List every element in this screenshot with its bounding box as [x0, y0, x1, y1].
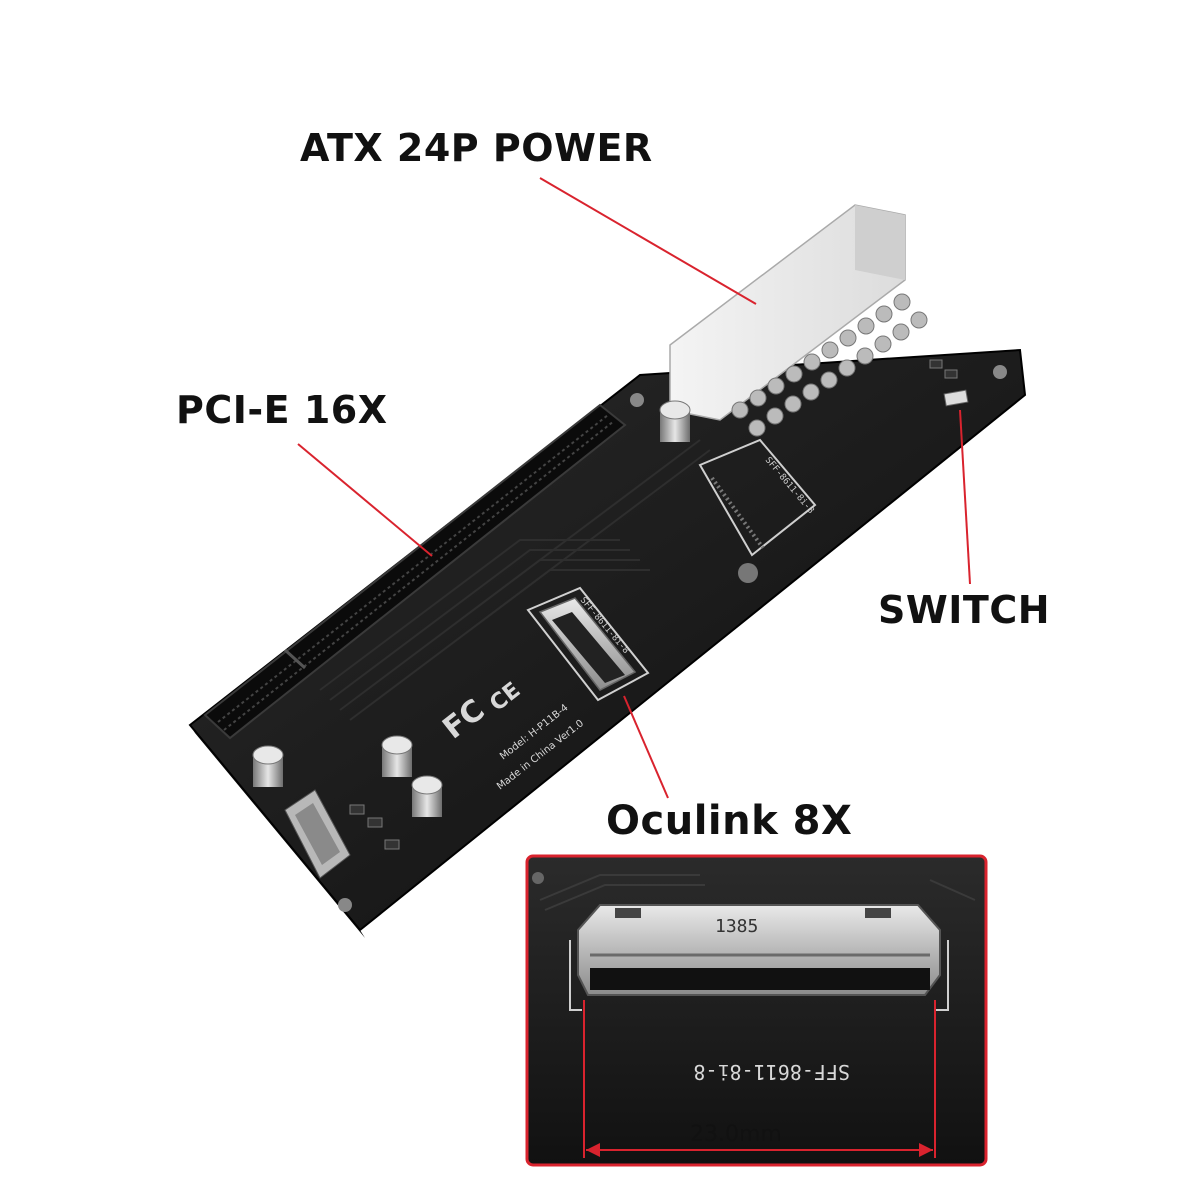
- atx-24pin-connector: [669, 204, 928, 437]
- pcie-label: PCI-E 16X: [176, 388, 388, 432]
- dimension-label: 23.0mm: [690, 1122, 782, 1147]
- pcie-slot: [203, 403, 627, 740]
- switch-callout-line: [959, 409, 971, 585]
- pcie-callout-line: [297, 443, 433, 557]
- oculink-label: Oculink 8X: [606, 798, 853, 844]
- inset-silkscreen: SFF-8611-8i-8: [693, 1060, 850, 1084]
- atx-power-label: ATX 24P POWER: [300, 126, 653, 170]
- smd-components: [349, 359, 958, 850]
- callout-lines: [297, 177, 971, 799]
- atx-callout-line: [539, 177, 757, 305]
- oculink-closeup-inset: 1385 SFF-8611-8i-8: [525, 854, 988, 1167]
- dimension-indicator: [583, 1000, 936, 1158]
- connector-marking: 1385: [715, 916, 758, 937]
- capacitors: [252, 400, 691, 817]
- oculink-callout-line: [623, 695, 669, 799]
- power-switch: [943, 389, 969, 407]
- switch-label: SWITCH: [878, 588, 1051, 632]
- voltage-regulator: [284, 789, 351, 879]
